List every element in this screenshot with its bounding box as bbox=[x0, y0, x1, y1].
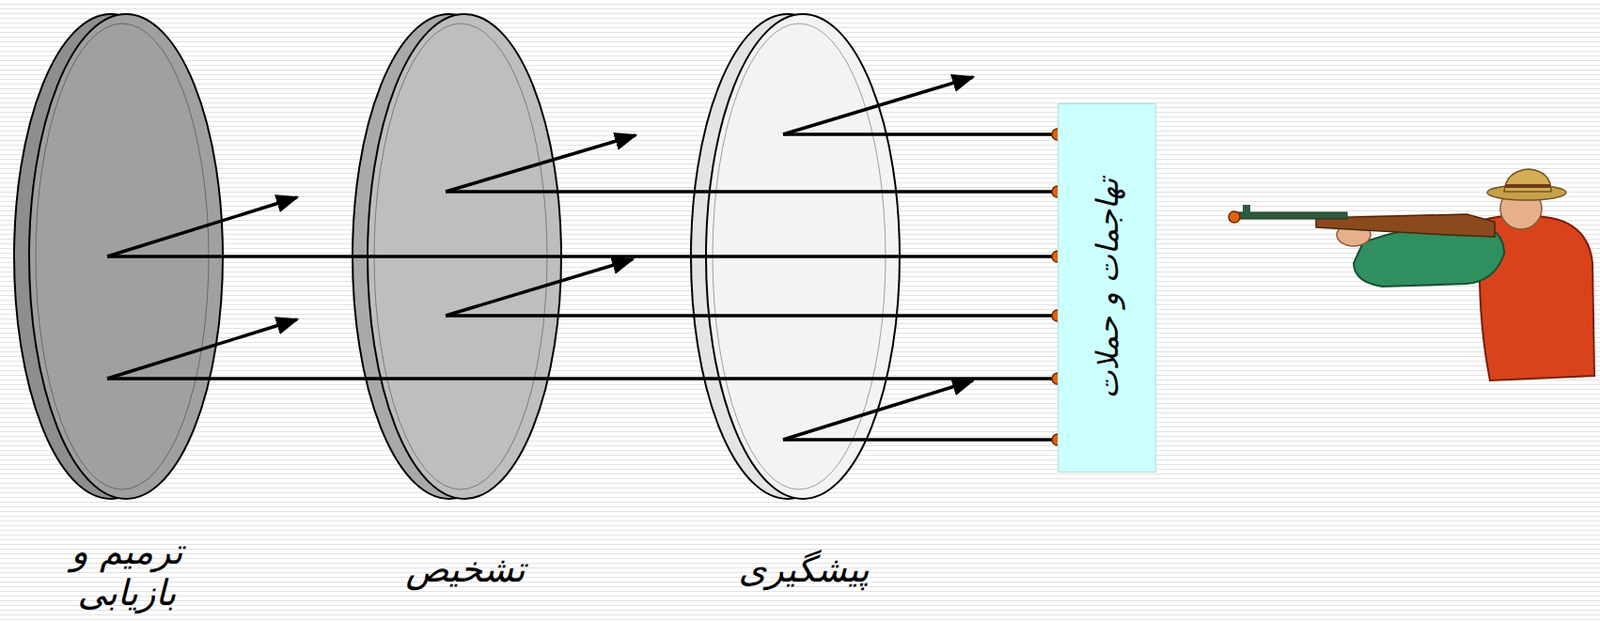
disc-outline bbox=[686, 9, 922, 612]
disc-label: تشخیص bbox=[352, 549, 579, 592]
shield-disc: پیشگیری bbox=[686, 9, 922, 612]
attack-line bbox=[445, 189, 1058, 194]
attack-line bbox=[445, 313, 1058, 318]
disc-outline bbox=[347, 9, 583, 612]
attack-line bbox=[783, 438, 1058, 442]
deflection-arrows bbox=[107, 77, 973, 440]
disc-outline bbox=[9, 9, 245, 612]
shield-disc: تشخیص bbox=[347, 9, 583, 612]
attack-line bbox=[107, 376, 1058, 381]
disc-label: پیشگیری bbox=[690, 549, 917, 592]
attack-line bbox=[107, 254, 1058, 259]
shield-disc: ترمیم و بازیابی bbox=[9, 9, 245, 612]
box-label: تهاجمات و حملات bbox=[1089, 177, 1126, 399]
attack-line bbox=[783, 132, 1058, 137]
attack-box: تهاجمات و حملات bbox=[1057, 103, 1157, 473]
disc-label: ترمیم و بازیابی bbox=[32, 532, 221, 614]
